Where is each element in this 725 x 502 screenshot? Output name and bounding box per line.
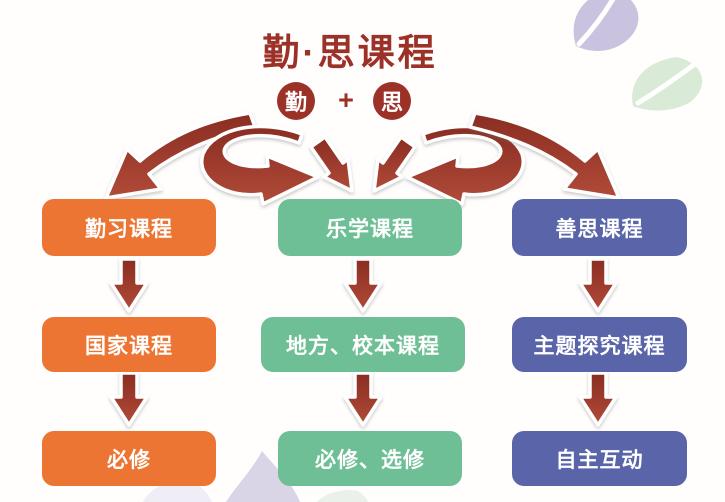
page-title: 勤·思课程 bbox=[262, 32, 438, 73]
box-zhuti-tanjiu: 主题探究课程 bbox=[512, 317, 687, 372]
down-arrow-icon bbox=[578, 257, 618, 313]
down-arrow-icon bbox=[109, 371, 149, 427]
arrow-down-right-icon bbox=[309, 135, 354, 193]
loop-arrow-left-icon bbox=[200, 124, 320, 206]
box-bixiu-xuanxiu: 必修、选修 bbox=[278, 431, 462, 486]
box-lexue-kecheng: 乐学课程 bbox=[278, 199, 462, 256]
box-bixiu: 必修 bbox=[42, 431, 216, 486]
loop-arrow-right-icon bbox=[405, 124, 525, 206]
curved-arrow-left-icon bbox=[104, 111, 257, 200]
box-difang-xiaoben: 地方、校本课程 bbox=[261, 317, 465, 372]
down-arrow-icon bbox=[343, 371, 383, 427]
curved-arrow-right-icon bbox=[468, 111, 621, 200]
arrow-down-left-icon bbox=[372, 135, 417, 193]
si-circle: 思 bbox=[373, 82, 411, 120]
leaf-faint-right-icon bbox=[317, 490, 368, 502]
down-arrow-icon bbox=[109, 257, 149, 313]
qin-circle: 勤 bbox=[277, 82, 315, 120]
box-guojia-kecheng: 国家课程 bbox=[42, 317, 216, 372]
down-arrow-icon bbox=[578, 371, 618, 427]
plus-sign: + bbox=[338, 85, 354, 115]
box-shansi-kecheng: 善思课程 bbox=[512, 199, 687, 256]
box-zizhu-hudong: 自主互动 bbox=[512, 431, 687, 486]
box-qinxi-kecheng: 勤习课程 bbox=[42, 199, 216, 256]
down-arrow-icon bbox=[343, 257, 383, 313]
